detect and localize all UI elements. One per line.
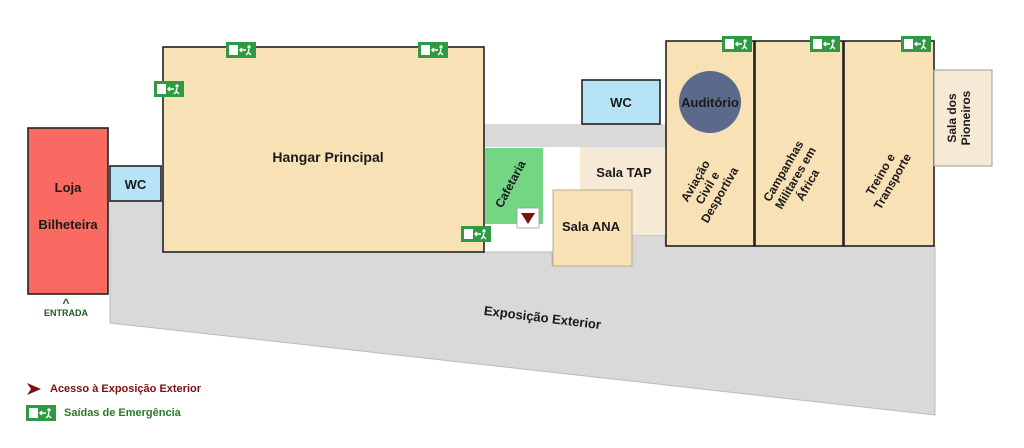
emergency-exit-icon: [26, 405, 56, 421]
treino-hall: [843, 40, 935, 247]
sala-tap-label: Sala TAP: [596, 165, 652, 180]
sala-pioneiros-room: [933, 69, 993, 167]
legend-access-label: Acesso à Exposição Exterior: [50, 383, 202, 395]
hangar-principal-label: Hangar Principal: [272, 149, 383, 165]
hangar-principal-room: [162, 46, 485, 253]
auditorio-circle: [679, 71, 741, 133]
loja-label: Loja: [55, 180, 82, 195]
access-arrow-icon: [27, 383, 41, 395]
auditorio-label: Auditório: [681, 95, 739, 110]
wc-left-label: WC: [125, 177, 147, 192]
sala-tap-room: [580, 147, 665, 235]
wc-top-room: [581, 79, 661, 125]
loja-bilheteira-room: [27, 127, 109, 295]
pioneiros-label-line1: Sala dos: [945, 93, 959, 143]
emergency-exit-icon: [154, 81, 184, 97]
emergency-exit-icon: [226, 42, 256, 58]
emergency-exit-icon: [461, 226, 491, 242]
corridor-top: [484, 124, 666, 147]
entrada-marker: ^ ENTRADA: [38, 296, 94, 318]
emergency-exit-icon: [722, 36, 752, 52]
access-arrow-icon: [521, 213, 535, 224]
sala-ana-label: Sala ANA: [562, 219, 621, 234]
entrada-label: ENTRADA: [44, 308, 88, 318]
emergency-exit-icon: [418, 42, 448, 58]
wc-left-room: [109, 165, 162, 202]
emergency-exit-icon: [810, 36, 840, 52]
bilheteira-label: Bilheteira: [38, 217, 98, 232]
chevron-up-icon: ^: [62, 296, 70, 310]
legend-exit-label: Saídas de Emergência: [64, 407, 181, 419]
legend-access-row: Acesso à Exposição Exterior: [26, 383, 201, 395]
campanhas-hall: [754, 40, 844, 247]
sala-ana-room: [552, 189, 633, 267]
legend-exit-row: Saídas de Emergência: [26, 405, 181, 421]
aviacao-hall: [665, 40, 755, 247]
wc-top-label: WC: [610, 95, 632, 110]
pioneiros-label-line2: Pioneiros: [959, 90, 973, 145]
corridor-left: [108, 200, 166, 225]
emergency-exit-icon: [901, 36, 931, 52]
